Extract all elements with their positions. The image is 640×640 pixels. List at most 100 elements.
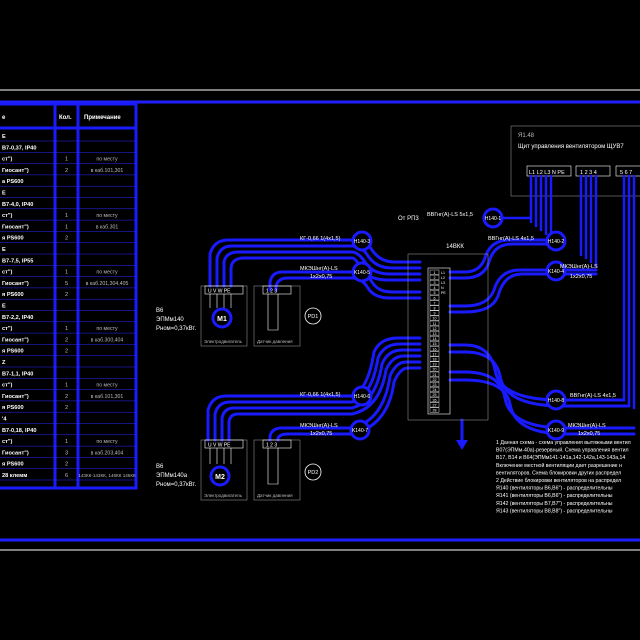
panel-terminals-power: L1 L2 L3 N PE (529, 170, 565, 176)
cable-spec: КГ-0,66 1(4х1,5) (300, 236, 341, 242)
wire-k140-9 (448, 370, 636, 430)
table-cell-qty: 1 (65, 270, 68, 276)
sensor-pd1-tag (304, 307, 322, 325)
table-row: Е (0, 247, 136, 255)
table-cell-qty: 3 (65, 450, 68, 456)
terminal-number: 21 (433, 373, 437, 377)
table-cell-qty: 6 (65, 473, 68, 479)
sensor-pd2-tag (304, 463, 322, 481)
cable-marker: H140-3КГ-0,66 1(4х1,5) (300, 230, 373, 252)
motor-m2-power: Рном=0,37кВт. (156, 482, 196, 488)
table-cell-qty: 5 (65, 281, 68, 287)
terminal-number: 26 (433, 398, 437, 402)
table-cell-name: Гиосант") (2, 450, 29, 456)
terminal-cell-box (429, 356, 440, 362)
motor-m1-leads (209, 294, 232, 308)
note-line: вентиляторов. Схема блокировки других ра… (496, 470, 621, 476)
drawing-frame (0, 89, 640, 551)
sensor-pd2-element (267, 448, 279, 485)
table-cell-name: '4 (2, 417, 7, 423)
table-header-name: е (2, 115, 6, 121)
cable-spec: МКЭШнг(А)-LS (568, 423, 606, 429)
table-cell-note: по месту (96, 157, 118, 163)
terminal-number: 18 (433, 358, 437, 362)
cable-marker: H140-6КГ-0,66 1(4х1,5) (300, 385, 373, 407)
table-cell-name: ст") (2, 213, 13, 219)
terminal-number: 12 (433, 327, 437, 331)
table-cell-name: Z (2, 360, 6, 366)
sensor-pd2: 1 2 3 Датчик давления PD2 (253, 439, 322, 501)
table-cell-name: я PS600 (2, 292, 24, 298)
terminal-number: 24 (433, 388, 437, 392)
table-cell-name: В7-7,5, IP55 (2, 258, 33, 264)
terminal-cell: 20 (429, 366, 440, 372)
table-cell-name: Е (2, 134, 6, 140)
table-cell-name: В7-0,37, IP40 (2, 145, 37, 151)
terminal-cell-box (429, 310, 440, 316)
drawing-notes: 1 Данная схема - схема управления вытяжн… (496, 440, 631, 514)
table-cell-name: Гиосант") (2, 337, 29, 343)
terminal-cell-box (429, 300, 440, 306)
motor-m1-symbol (211, 307, 233, 329)
terminal-number: 28 (433, 409, 437, 413)
table-cell-name: Е (2, 191, 6, 197)
terminal-cell: 10 (429, 315, 440, 321)
wire-k140-7 (268, 360, 422, 442)
terminal-cell: 28 (429, 407, 440, 413)
table-cell-name: а PS600 (2, 179, 23, 185)
table-border (0, 102, 138, 490)
table-row: В7-0,37, IP40 (0, 145, 136, 153)
motor-m2-name: В6 (156, 464, 164, 470)
terminal-cell: 11 (429, 320, 440, 326)
table-row: '4 (0, 417, 136, 424)
terminal-cell: 19 (429, 361, 440, 367)
terminal-cell-box (429, 331, 440, 336)
sensor-pd2-id: PD2 (308, 470, 319, 476)
wire-k140-4b (448, 272, 598, 314)
terminal-code: L3 (441, 281, 445, 285)
terminal-number: 14 (433, 337, 437, 341)
table-cell-note: в каб.301 (96, 224, 119, 230)
sensor-pd1: 1 2 3 Датчик давления PD1 (253, 285, 322, 347)
terminal-cell-box (429, 341, 440, 347)
table-cell-note: по месту (96, 326, 118, 332)
terminal-cell: 18 (429, 356, 440, 362)
wire-h140-6 (206, 336, 422, 442)
cable-spec: КГ-0,66 1(4х1,5) (300, 392, 341, 398)
table-cell-note: 143КК-143КК, 146КК 145КК (78, 473, 136, 478)
note-line: В07(ЭПМм-40а)-резервный. Схема управлени… (496, 447, 629, 454)
table-cell-qty: 1 (65, 213, 68, 219)
cable-spec: ВВГнг(А)-LS 4х1,5 (570, 393, 616, 399)
terminal-number: 8 (434, 307, 436, 311)
note-line: Я143 (вентиляторы В8,В8") - распределите… (496, 508, 613, 514)
terminal-cell: 24 (429, 387, 440, 392)
table-cell-qty: 1 (65, 157, 68, 163)
note-line: Я141 (вентиляторы В6,В6") - распределите… (496, 493, 613, 499)
terminal-cell: 13 (429, 331, 440, 336)
panel-control-drop (579, 174, 598, 268)
ground-arrow-icon (456, 440, 468, 450)
panel-terminals-extra: 5 6 7 (620, 170, 632, 176)
table-row: Е (0, 304, 136, 311)
wire-h140-6d (227, 354, 422, 442)
table-cell-name: ст") (2, 270, 13, 276)
frame-border (0, 100, 640, 542)
terminal-cell-box (429, 376, 440, 382)
cable-marker-circle (545, 419, 567, 441)
wire-h140-2 (448, 238, 553, 274)
sensor-pd1-caption: Датчик давления (257, 339, 293, 344)
cable-id: H140-2 (548, 239, 565, 245)
terminal-cell-box (429, 285, 440, 290)
terminal-number: 17 (433, 352, 437, 356)
table-row: В7-0,18, IP40 (0, 428, 136, 436)
table-cell-name: Гиосант") (2, 168, 29, 174)
cable-spec: ВВГнг(А)-LS 5х1,5 (427, 212, 473, 218)
